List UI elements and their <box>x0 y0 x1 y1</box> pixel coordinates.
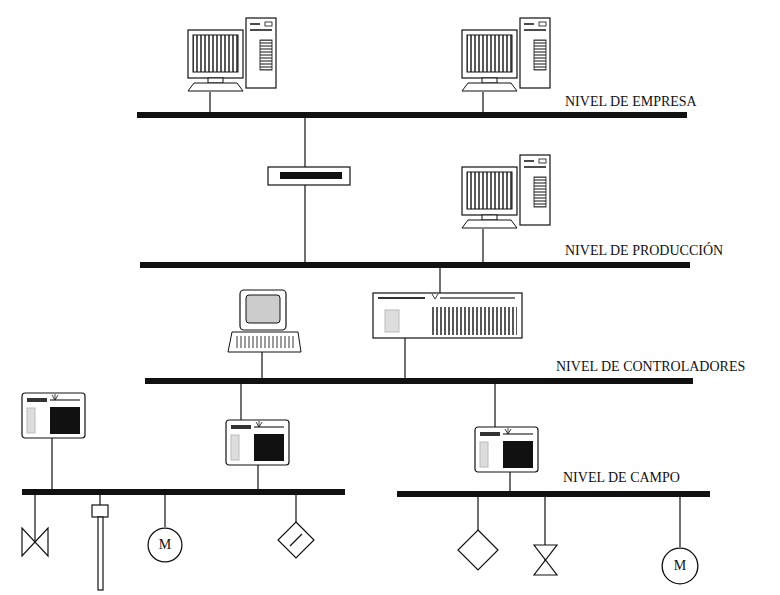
motor-node: M <box>661 547 699 585</box>
level-label: NIVEL DE CAMPO <box>563 470 680 486</box>
level-label: NIVEL DE EMPRESA <box>565 94 697 110</box>
motor-node: M <box>147 527 183 563</box>
motor-letter: M <box>661 547 699 585</box>
level-label: NIVEL DE PRODUCCIÓN <box>565 243 723 259</box>
motor-letter: M <box>147 527 183 563</box>
level-label: NIVEL DE CONTROLADORES <box>556 359 745 375</box>
